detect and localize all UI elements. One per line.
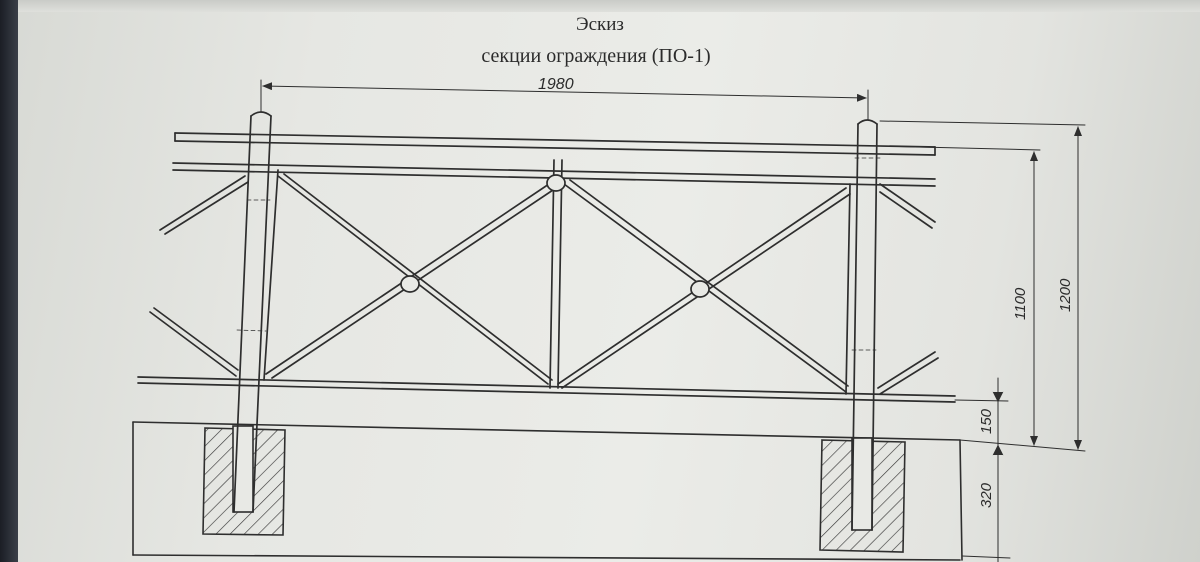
dimension-320-label: 320 bbox=[978, 482, 995, 508]
left-adjacent-bracing bbox=[149, 175, 249, 377]
monitor-bezel bbox=[0, 0, 18, 562]
dimension-width-label: 1980 bbox=[538, 76, 574, 93]
ground-block bbox=[132, 421, 963, 561]
top-rail bbox=[174, 132, 936, 156]
dimension-1100-label: 1100 bbox=[1012, 287, 1029, 320]
dimension-1200-label: 1200 bbox=[1057, 278, 1074, 312]
right-post bbox=[851, 119, 881, 531]
drawing-title: Эскиз bbox=[576, 14, 624, 35]
right-adjacent-bracing bbox=[877, 183, 939, 395]
bottom-rail bbox=[137, 376, 956, 403]
dimension-heights bbox=[879, 120, 1086, 562]
drawing-subtitle: секции ограждения (ПО-1) bbox=[481, 45, 711, 67]
left-foundation bbox=[202, 425, 286, 536]
dimension-150-label: 150 bbox=[978, 408, 995, 434]
panel-frame bbox=[263, 159, 851, 395]
right-foundation bbox=[819, 437, 906, 553]
dimension-width bbox=[260, 79, 869, 121]
joint-nodes bbox=[400, 174, 710, 298]
window-top-edge bbox=[18, 0, 1200, 12]
